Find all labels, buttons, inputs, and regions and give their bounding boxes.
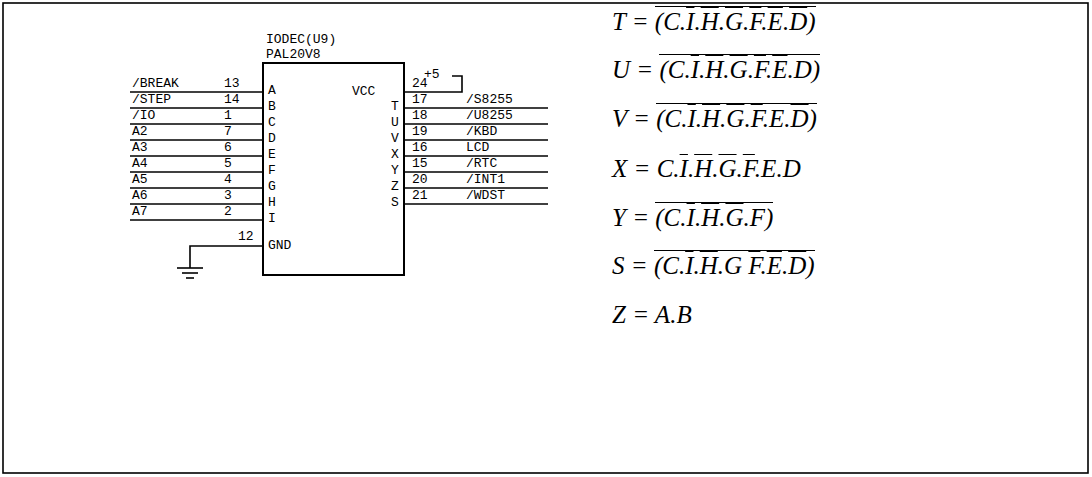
supply-label: +5	[424, 68, 440, 82]
pin-number: 5	[224, 157, 232, 171]
logic-equation: V = (C.I.H.G.F.E.D)	[612, 103, 817, 134]
frame-border	[3, 3, 1088, 473]
pin-letter: X	[391, 148, 399, 162]
logic-equation: Z = A.B	[612, 300, 692, 330]
signal-name: /U8255	[466, 109, 513, 123]
pin-letter: D	[268, 132, 276, 146]
signal-name: A3	[132, 141, 148, 155]
pin-number: 2	[224, 205, 232, 219]
pin-number: 21	[412, 189, 428, 203]
pin-letter: B	[268, 100, 276, 114]
signal-name: A5	[132, 173, 148, 187]
signal-name: /BREAK	[132, 77, 179, 91]
logic-equation: Y = (C.I.H.G.F)	[612, 202, 773, 233]
pin-letter: G	[268, 180, 276, 194]
pin-letter: GND	[268, 239, 291, 253]
pin-letter: V	[391, 132, 399, 146]
output-wires	[405, 108, 548, 204]
logic-equation: U = (C.I.H.G.F.E.D)	[612, 54, 820, 85]
pin-number: 3	[224, 189, 232, 203]
signal-name: A7	[132, 205, 148, 219]
pin-number: 20	[412, 173, 428, 187]
pin-letter: I	[268, 212, 276, 226]
pin-letter: E	[268, 148, 276, 162]
pin-number: 13	[224, 77, 240, 91]
pin-number: 16	[412, 141, 428, 155]
input-wires	[130, 92, 262, 220]
pin-number: 6	[224, 141, 232, 155]
signal-name: /RTC	[466, 157, 497, 171]
signal-name: /INT1	[466, 173, 505, 187]
chip-name: IODEC(U9) PAL20V8	[266, 32, 346, 62]
signal-name: /STEP	[132, 93, 171, 107]
pin-letter: S	[391, 196, 399, 210]
signal-name: /KBD	[466, 125, 497, 139]
signal-name: LCD	[466, 141, 489, 155]
pin-number: 14	[224, 93, 240, 107]
signal-name: /WDST	[466, 189, 505, 203]
ground-symbol	[177, 268, 203, 278]
signal-name: /S8255	[466, 93, 513, 107]
gnd-wire	[190, 246, 262, 268]
signal-name: /IO	[132, 109, 155, 123]
pin-letter: H	[268, 196, 276, 210]
pin-number: 1	[224, 109, 232, 123]
pin-number: 19	[412, 125, 428, 139]
pin-letter: Z	[391, 180, 399, 194]
pin-letter: F	[268, 164, 276, 178]
logic-equation: S = (C.I.H.G F.E.D)	[612, 250, 815, 281]
pin-letter: C	[268, 116, 276, 130]
pin-number: 7	[224, 125, 232, 139]
pin-number: 17	[412, 93, 428, 107]
pin-number: 15	[412, 157, 428, 171]
logic-equation: T = (C.I.H.G.F.E.D)	[612, 6, 816, 37]
signal-name: A4	[132, 157, 148, 171]
pin-number: 12	[238, 230, 254, 244]
pin-number: 18	[412, 109, 428, 123]
signal-name: A6	[132, 189, 148, 203]
pin-letter: A	[268, 84, 276, 98]
pin-number: 4	[224, 173, 232, 187]
pin-letter: U	[391, 116, 399, 130]
pin-letter: T	[391, 100, 399, 114]
signal-name: A2	[132, 125, 148, 139]
logic-equation: X = C.I.H.G.F.E.D	[612, 154, 801, 184]
pin-letter: Y	[391, 164, 399, 178]
pin-letter: VCC	[352, 85, 375, 99]
